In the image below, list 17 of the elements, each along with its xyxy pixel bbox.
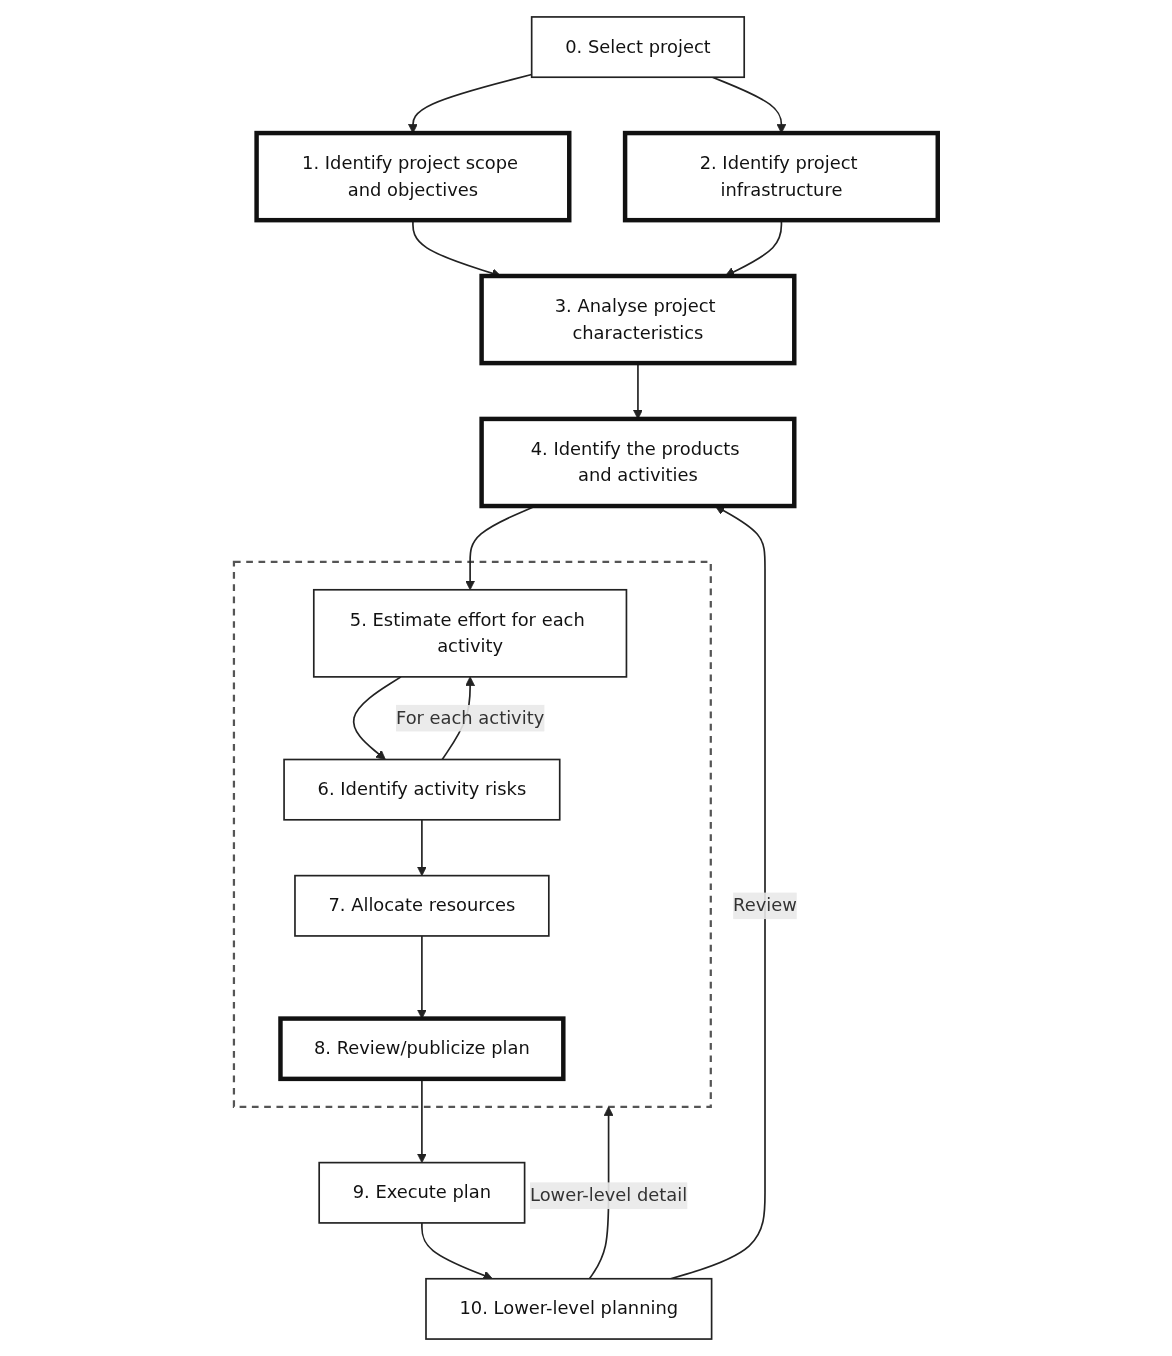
node-box: 8. Review/publicize plan bbox=[278, 1016, 566, 1082]
node-box: 3. Analyse project characteristics bbox=[479, 273, 797, 366]
node-box: 7. Allocate resources bbox=[294, 874, 550, 937]
node-box: 10. Lower-level planning bbox=[425, 1277, 713, 1340]
arrow bbox=[417, 818, 427, 877]
edge-label: Review bbox=[733, 894, 798, 916]
node-box: 2. Identify project infrastructure bbox=[623, 130, 941, 223]
edge-label: For each activity bbox=[396, 707, 545, 729]
node-box: 0. Select project bbox=[531, 16, 746, 79]
node-box: 4. Identify the products and activities bbox=[479, 416, 797, 509]
node-box: 9. Execute plan bbox=[318, 1161, 526, 1224]
node-box: 6. Identify activity risks bbox=[283, 758, 561, 821]
edge-label: Lower-level detail bbox=[530, 1184, 688, 1206]
arrow bbox=[352, 676, 402, 760]
cluster bbox=[232, 560, 713, 1108]
node-box: 1. Identify project scope and objectives bbox=[254, 130, 572, 223]
node-box: 5. Estimate effort for each activity bbox=[313, 588, 628, 678]
